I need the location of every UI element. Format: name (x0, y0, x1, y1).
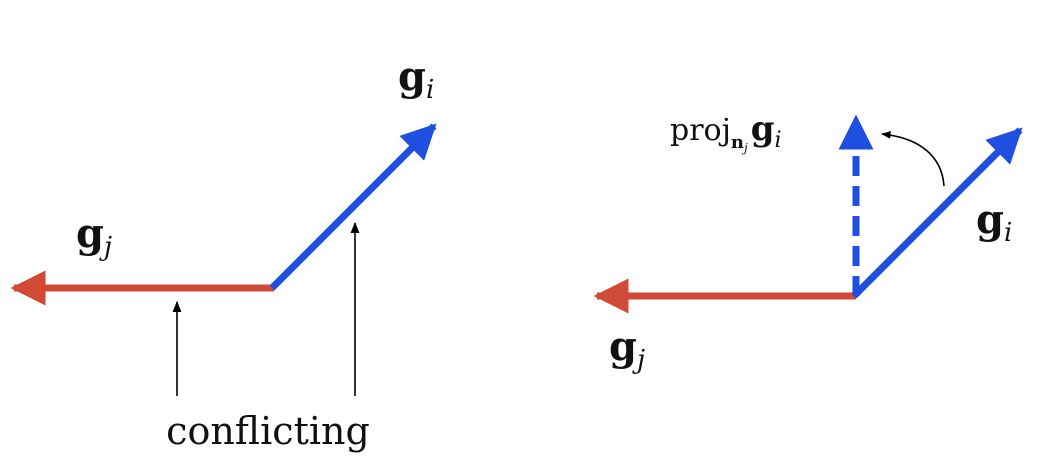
right-gi-label: gi (976, 196, 1012, 248)
projection-label: projnjgi (670, 109, 782, 155)
projection-curve-arrow (881, 131, 945, 187)
left-gi-arrow (269, 123, 437, 291)
right-panel: gi gj projnjgi (593, 109, 1023, 375)
left-panel: gi gj conflicting (10, 53, 437, 453)
conflicting-annotation: conflicting (166, 409, 370, 453)
left-gj-label: gj (76, 210, 112, 262)
left-gi-label: gi (398, 53, 434, 105)
right-gj-label: gj (609, 323, 645, 375)
right-gi-arrow (851, 127, 1023, 299)
